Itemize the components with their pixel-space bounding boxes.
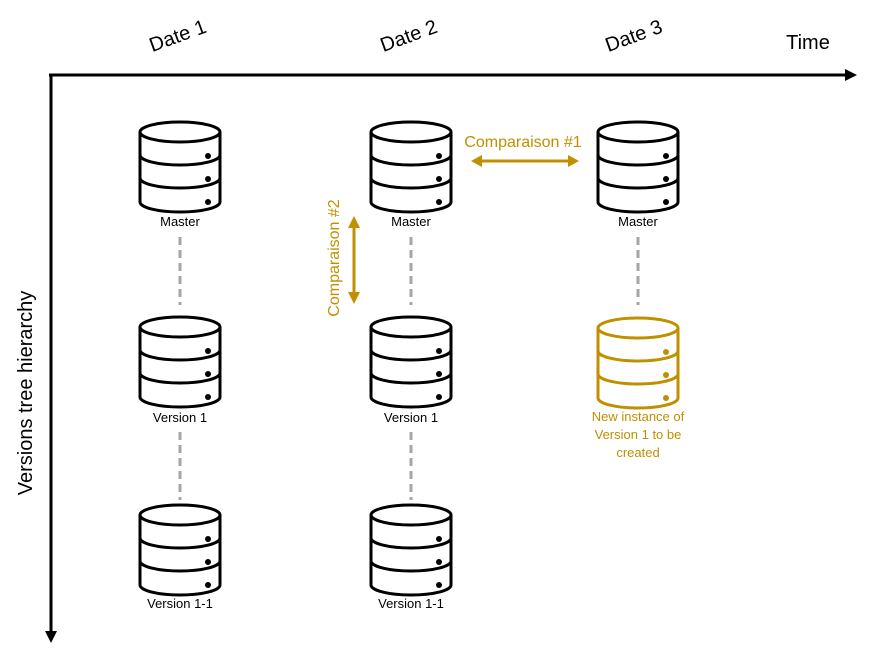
database-icon-d1-version-1 [138,315,222,409]
date-1-label: Date 1 [146,16,209,57]
node-label-d3-new-line-1: New instance of [592,409,685,424]
node-label-d3-new-line-2: Version 1 to be [595,427,682,442]
hierarchy-connectors [178,237,640,500]
database-icon-d1-version-1-1 [138,503,222,597]
database-icon-d1-master [138,120,222,214]
comparison-1-arrow [471,155,579,167]
node-label-d1-master: Master [160,214,200,229]
comparison-1-label: Comparaison #1 [464,134,582,151]
database-icon-d2-version-1-1 [369,503,453,597]
comparison-2-arrow [348,216,360,304]
time-axis-label: Time [786,32,830,54]
database-icon-d2-master [369,120,453,214]
hierarchy-axis [45,74,57,643]
database-icon-d3-master [596,120,680,214]
database-icon-d3-new-instance [596,316,680,410]
date-3-label: Date 3 [602,16,665,57]
time-axis [49,69,857,81]
node-label-d2-version-1-1: Version 1-1 [378,596,444,611]
node-label-d2-version-1: Version 1 [384,410,438,425]
node-label-d3-master: Master [618,214,658,229]
node-label-d3-new-line-3: created [616,445,659,460]
node-label-d1-version-1: Version 1 [153,410,207,425]
date-2-label: Date 2 [377,16,440,57]
comparison-2-label: Comparaison #2 [326,199,343,317]
hierarchy-axis-label: Versions tree hierarchy [15,291,37,496]
node-label-d1-version-1-1: Version 1-1 [147,596,213,611]
node-label-d2-master: Master [391,214,431,229]
database-icon-d2-version-1 [369,315,453,409]
